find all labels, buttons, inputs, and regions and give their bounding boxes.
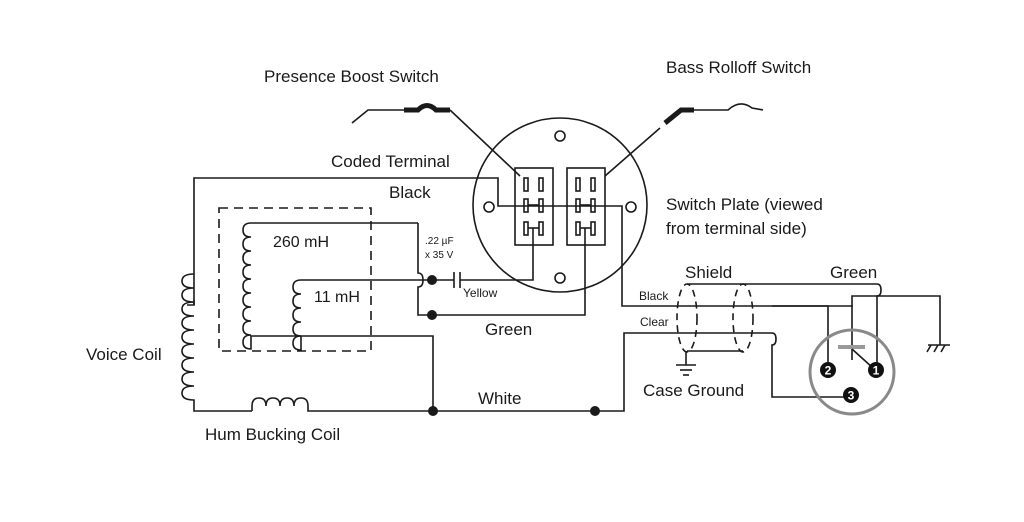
case-ground-icon xyxy=(676,351,696,376)
junction-dot xyxy=(427,310,437,320)
mount-hole-right xyxy=(625,201,637,213)
junction-dot xyxy=(590,406,600,416)
green-wire-label: Green xyxy=(485,320,532,339)
capacitor-value-label: .22 µF xyxy=(425,236,454,247)
presence-boost-label: Presence Boost Switch xyxy=(264,67,439,86)
inductor-lead xyxy=(417,223,432,316)
pin-3-label: 3 xyxy=(848,389,855,403)
black-cable-label: Black xyxy=(639,289,669,303)
xlr-connector: 1 2 3 xyxy=(808,328,896,416)
capacitor-voltage-label: x 35 V xyxy=(425,250,454,261)
junction-dot xyxy=(427,275,437,285)
junction-dot xyxy=(428,406,438,416)
inductor-260-label: 260 mH xyxy=(273,234,329,251)
presence-boost-switch xyxy=(351,103,521,177)
shield-label: Shield xyxy=(685,263,732,282)
switch-plate xyxy=(472,117,648,293)
pin-1 xyxy=(868,362,884,378)
mount-hole-left xyxy=(483,201,495,213)
inductor-11mh xyxy=(292,279,432,351)
voice-coil-label: Voice Coil xyxy=(86,345,162,364)
inductor-11-label: 11 mH xyxy=(314,289,360,306)
chassis-ground-icon xyxy=(851,295,950,360)
hum-bucking-coil xyxy=(251,397,433,412)
pin-3 xyxy=(843,387,859,403)
coded-terminal-label: Coded Terminal xyxy=(331,152,450,171)
transformer-enclosure xyxy=(218,207,372,352)
white-wire xyxy=(433,332,685,412)
inductor-260mh xyxy=(242,222,434,411)
voice-coil xyxy=(181,273,252,412)
switch-plate-label-line2: from terminal side) xyxy=(666,219,807,238)
black-wire xyxy=(187,177,853,307)
black-wire-label: Black xyxy=(389,183,431,202)
clear-cable-label: Clear xyxy=(640,315,669,329)
white-wire-label: White xyxy=(478,389,521,408)
pin-2 xyxy=(820,362,836,378)
mount-hole-top xyxy=(554,130,566,142)
green-wire xyxy=(432,228,586,316)
bass-rolloff-label: Bass Rolloff Switch xyxy=(666,58,811,77)
pin-2-label: 2 xyxy=(825,364,832,378)
mount-hole-bottom xyxy=(554,272,566,284)
bass-rolloff-switch xyxy=(604,103,764,177)
hum-bucking-coil-label: Hum Bucking Coil xyxy=(205,425,340,444)
green-connector-label: Green xyxy=(830,263,877,282)
case-ground-label: Case Ground xyxy=(643,381,744,400)
yellow-wire-label: Yellow xyxy=(463,286,498,300)
clear-wire xyxy=(685,332,849,398)
pin-1-label: 1 xyxy=(873,364,880,378)
switch-plate-label-line1: Switch Plate (viewed xyxy=(666,195,823,214)
